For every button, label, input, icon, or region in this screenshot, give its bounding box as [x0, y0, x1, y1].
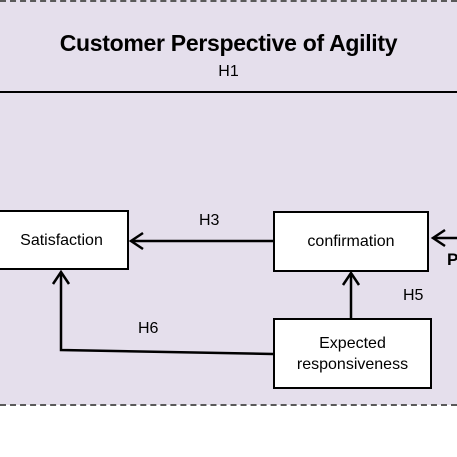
diagram-title: Customer Perspective of Agility: [59, 30, 398, 56]
arrow-h6: [51, 269, 274, 356]
node-confirmation: confirmation: [273, 211, 429, 272]
edge-label-h6: H6: [138, 320, 159, 337]
node-satisfaction-label: Satisfaction: [20, 231, 103, 249]
node-confirmation-label: confirmation: [307, 233, 395, 250]
arrow-h3: [128, 231, 273, 251]
node-satisfaction: Satisfaction: [0, 210, 129, 270]
panel-bottom-dashed-border: [0, 404, 457, 406]
title-divider-line: [0, 91, 457, 93]
panel-top-dashed-border: [0, 0, 457, 2]
node-expected-responsiveness-label: Expected responsiveness: [296, 334, 409, 373]
node-expected-responsiveness: Expected responsiveness: [273, 318, 432, 389]
clipped-text-right-edge: P: [447, 250, 457, 269]
edge-label-h5: H5: [403, 287, 424, 304]
hypothesis-h1-label: H1: [218, 63, 239, 80]
arrow-incoming-right-edge: [430, 228, 457, 248]
edge-label-h3: H3: [199, 212, 220, 229]
arrow-h5: [341, 270, 361, 318]
